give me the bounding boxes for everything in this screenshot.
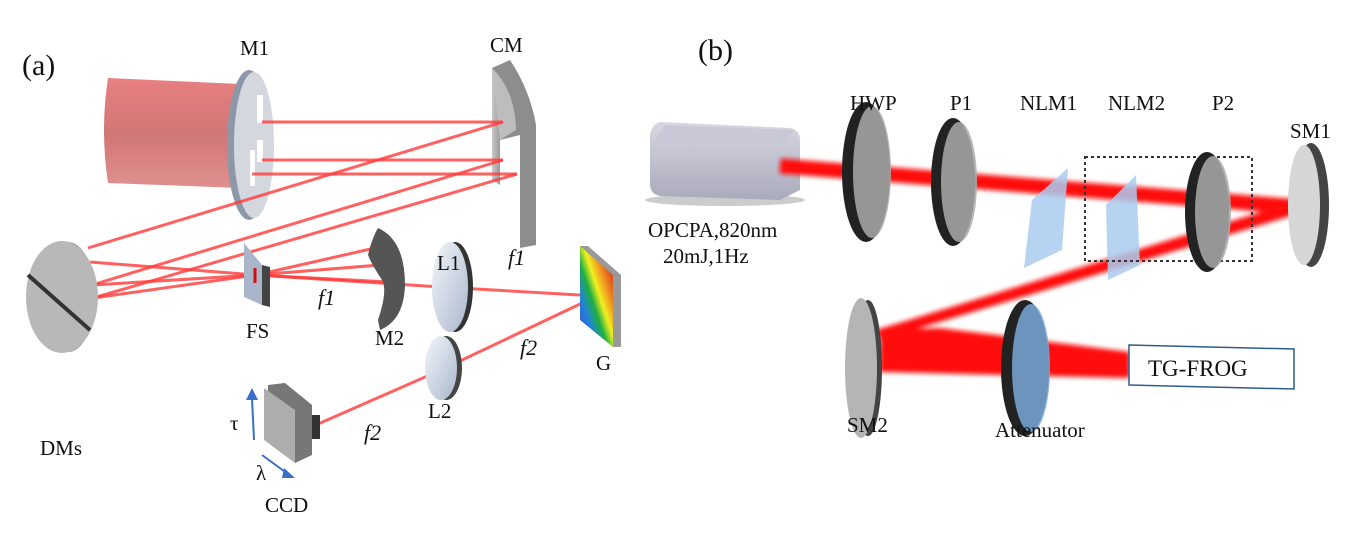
panel-a-tag: (a) bbox=[22, 49, 55, 82]
label-nlm1: NLM1 bbox=[1020, 91, 1077, 115]
l1-lens bbox=[432, 242, 473, 332]
label-nlm2: NLM2 bbox=[1108, 91, 1165, 115]
label-tau: τ bbox=[230, 411, 238, 435]
label-f2-near-g: f2 bbox=[520, 335, 537, 360]
dashed-nlm-box bbox=[1084, 156, 1253, 262]
tg-frog-box: TG-FROG bbox=[1128, 344, 1295, 390]
label-f2-near-ccd: f2 bbox=[364, 420, 381, 445]
cm-concave-mirror bbox=[492, 60, 536, 248]
dms-dichroic-mirrors bbox=[26, 241, 98, 353]
panel-b-tag: (b) bbox=[698, 34, 733, 67]
label-f1-near-g: f1 bbox=[508, 245, 525, 270]
tau-axis-arrow bbox=[251, 397, 255, 441]
hwp-half-wave-plate bbox=[842, 102, 891, 242]
label-m2: M2 bbox=[375, 326, 404, 350]
label-m1: M1 bbox=[240, 36, 269, 60]
label-cm: CM bbox=[490, 33, 523, 57]
label-lambda: λ bbox=[256, 461, 267, 485]
label-tg-frog: TG-FROG bbox=[1148, 356, 1248, 381]
label-p1: P1 bbox=[950, 91, 972, 115]
input-beam-cylinder bbox=[104, 78, 240, 188]
label-l2: L2 bbox=[428, 399, 451, 423]
nlm1-plate bbox=[1024, 168, 1068, 268]
label-fs: FS bbox=[246, 319, 269, 343]
ccd-camera bbox=[264, 383, 320, 463]
g-grating bbox=[580, 246, 621, 347]
p2-polarizer bbox=[1185, 152, 1231, 272]
sm1-spherical-mirror bbox=[1288, 143, 1329, 267]
label-sm2: SM2 bbox=[847, 413, 888, 437]
label-p2: P2 bbox=[1212, 91, 1234, 115]
label-hwp: HWP bbox=[850, 91, 897, 115]
label-sm1: SM1 bbox=[1290, 119, 1331, 143]
opcpa-laser-source bbox=[645, 122, 805, 206]
label-f1-near-m2: f1 bbox=[318, 285, 335, 310]
sm2-spherical-mirror bbox=[845, 298, 882, 438]
attenuator bbox=[1001, 300, 1050, 436]
p1-polarizer bbox=[931, 118, 977, 246]
label-dms: DMs bbox=[40, 436, 82, 460]
l2-lens bbox=[425, 336, 462, 400]
m2-mirror bbox=[368, 228, 405, 330]
nlm2-plate bbox=[1106, 175, 1140, 280]
label-ccd: CCD bbox=[265, 493, 308, 517]
ccd-axes-arrows bbox=[246, 388, 295, 478]
label-attenuator: Attenuator bbox=[995, 418, 1085, 442]
label-g: G bbox=[596, 351, 611, 375]
fs-fused-silica bbox=[244, 243, 270, 307]
label-l1: L1 bbox=[437, 251, 460, 275]
label-opcpa-line1: OPCPA,820nm bbox=[648, 218, 777, 242]
m1-mask-mirror bbox=[227, 70, 274, 220]
label-opcpa-line2: 20mJ,1Hz bbox=[663, 244, 749, 268]
